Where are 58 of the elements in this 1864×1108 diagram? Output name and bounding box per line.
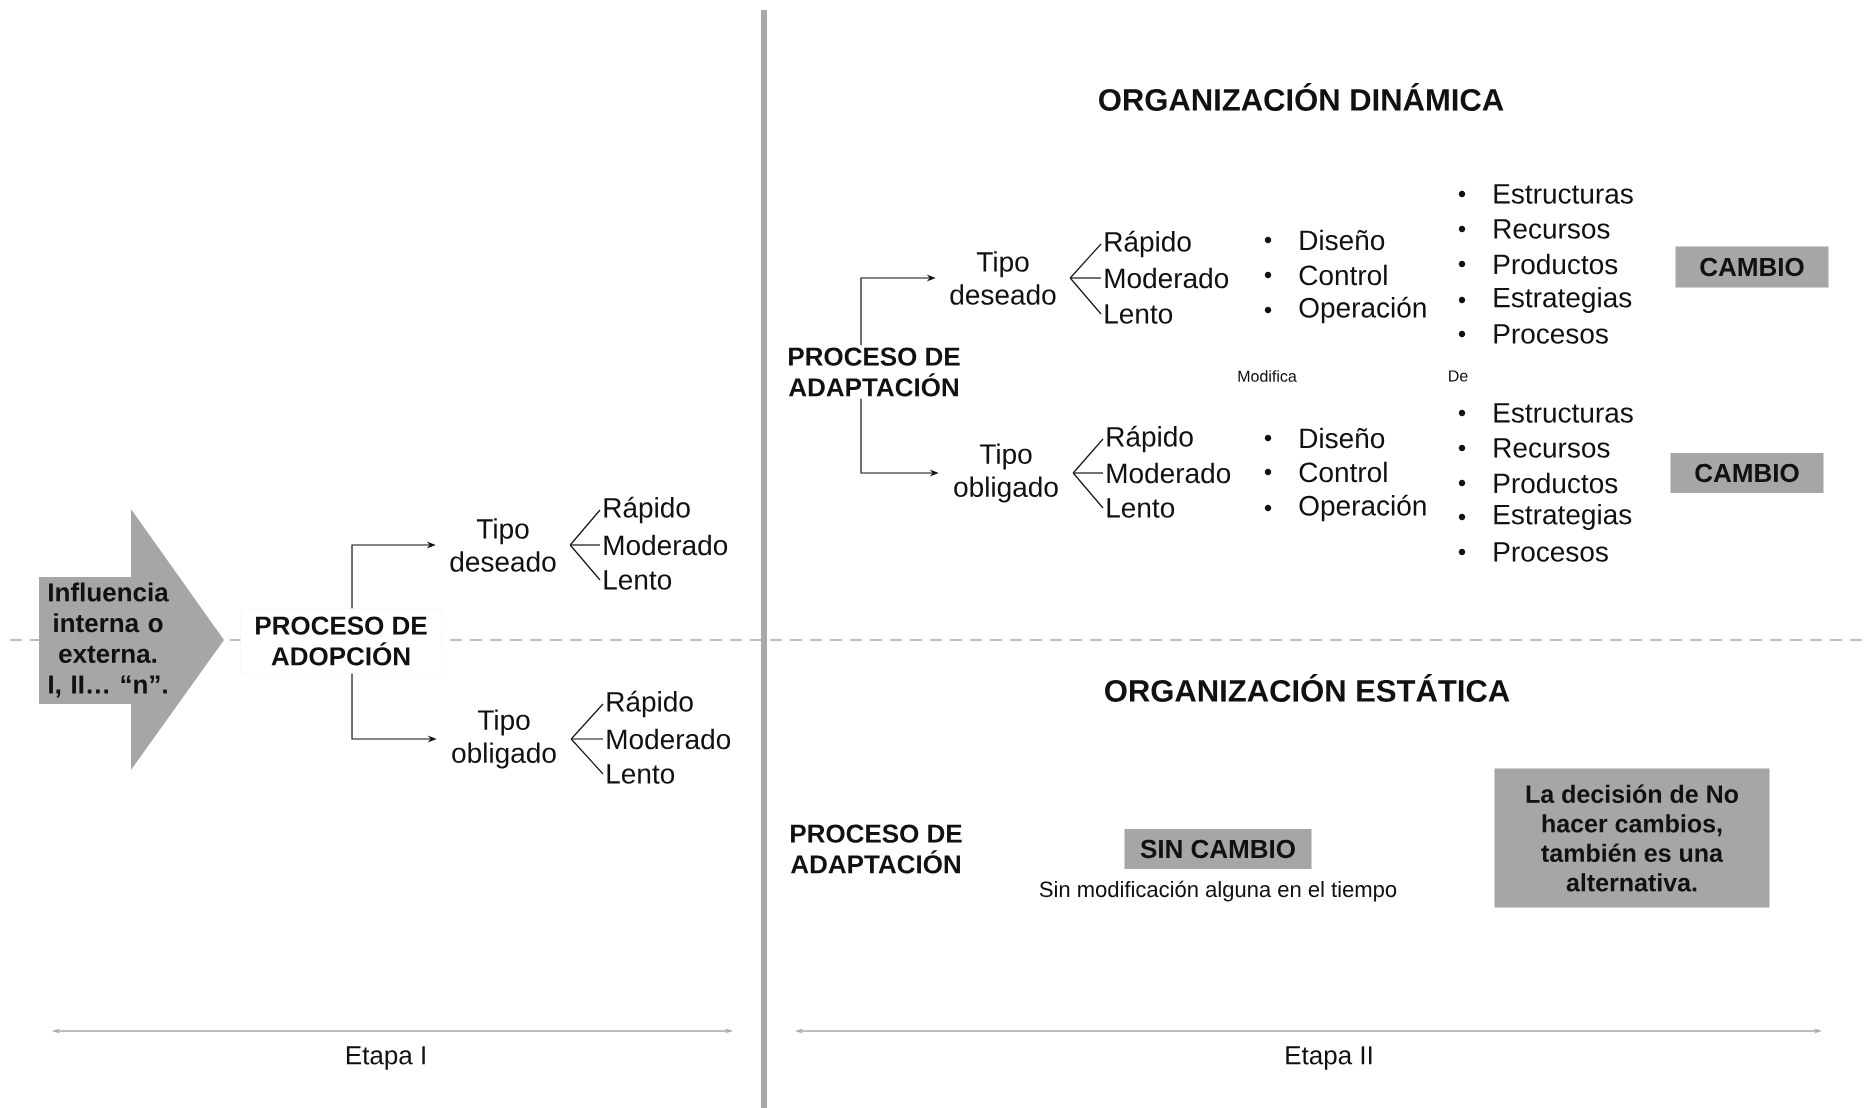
node-text: Lento <box>1107 498 1175 518</box>
bullet-item: Productos <box>1458 253 1618 275</box>
branch-line <box>1069 277 1102 315</box>
bullet-item: Productos <box>1458 472 1618 494</box>
bullet-item: Procesos <box>1458 542 1608 562</box>
branch-line <box>570 738 604 775</box>
caption-text: Sin modificación alguna en el tiempo <box>1039 880 1397 902</box>
node-text: Moderado <box>1105 267 1229 289</box>
node-text: Tipo deseado <box>950 251 1056 305</box>
node-text: Rápido <box>607 690 693 718</box>
node-text: Tipo obligado <box>452 709 556 769</box>
node-text: Rápido <box>604 496 690 524</box>
bullet-item: Estructuras <box>1458 184 1633 204</box>
branch-line <box>570 738 604 740</box>
result-box: SIN CAMBIO <box>1124 829 1312 869</box>
branch-line <box>1069 277 1102 279</box>
branch-line <box>1072 438 1104 474</box>
bullet-item: Estructuras <box>1458 403 1633 423</box>
bullet-item: Operación <box>1264 494 1426 522</box>
process-label: PROCESO DE ADAPTACIÓN <box>790 824 962 874</box>
node-text: Lento <box>607 764 675 784</box>
node-text: Moderado <box>604 534 728 556</box>
branch-line <box>569 544 601 546</box>
result-box: CAMBIO <box>1670 453 1824 493</box>
node-text: Rápido <box>1105 230 1191 258</box>
node-text: Tipo obligado <box>954 443 1058 503</box>
node-text: Rápido <box>1107 425 1193 453</box>
bullet-item: Estrategias <box>1458 503 1632 531</box>
process-box: PROCESO DE ADOPCIÓN <box>240 608 442 674</box>
bullet-item: Operación <box>1264 296 1426 324</box>
stage-label: Etapa I <box>346 1046 425 1070</box>
section-heading: ORGANIZACIÓN DINÁMICA <box>1099 83 1504 111</box>
process-label: PROCESO DE ADAPTACIÓN <box>788 347 960 397</box>
bullet-item: Diseño <box>1264 229 1385 251</box>
stage-label: Etapa II <box>1286 1046 1372 1070</box>
branch-line <box>570 703 604 740</box>
bullet-item: Recursos <box>1458 438 1610 458</box>
section-heading: ORGANIZACIÓN ESTÁTICA <box>1105 674 1510 702</box>
branch-line <box>569 509 601 546</box>
result-box: CAMBIO <box>1675 246 1829 288</box>
bullet-item: Diseño <box>1264 427 1385 449</box>
branch-line <box>1072 472 1104 509</box>
node-text: Moderado <box>1107 462 1231 484</box>
bullet-item: Control <box>1264 264 1387 286</box>
node-text: Tipo deseado <box>450 518 556 572</box>
branch-line <box>569 544 601 581</box>
branch-line <box>1072 472 1104 474</box>
bullet-item: Control <box>1264 461 1387 483</box>
bullet-item: Estrategias <box>1458 286 1632 314</box>
bullet-item: Procesos <box>1458 324 1608 344</box>
note-text: Modifica <box>1238 370 1297 382</box>
bullet-item: Recursos <box>1458 219 1610 239</box>
node-text: Moderado <box>607 728 731 750</box>
note-box: La decisión de No hacer cambios, también es una alternativa. <box>1494 768 1770 908</box>
node-text: Lento <box>604 570 672 590</box>
node-text: Lento <box>1105 304 1173 324</box>
note-text: De <box>1449 370 1468 382</box>
branch-line <box>1069 243 1102 279</box>
